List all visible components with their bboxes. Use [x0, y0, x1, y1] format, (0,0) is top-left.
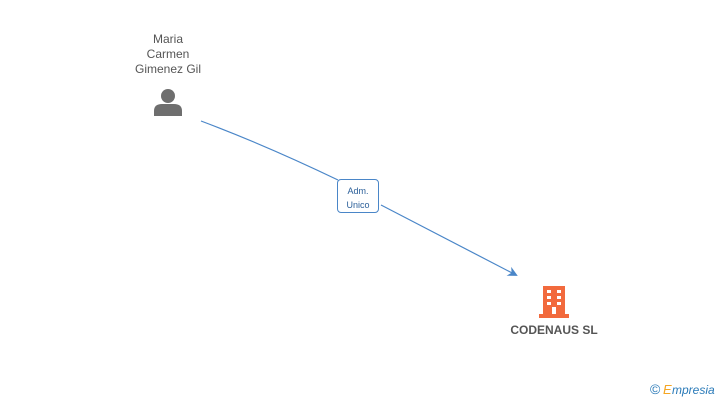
person-name-line: Carmen	[146, 47, 190, 61]
empresia-logo: E mpresia	[663, 382, 715, 397]
person-icon[interactable]	[153, 87, 183, 117]
person-name-line: Maria	[152, 32, 183, 46]
footer-brand[interactable]: © E mpresia	[650, 380, 719, 398]
copyright-symbol: ©	[650, 381, 661, 397]
person-name: Maria Carmen Gimenez Gil	[118, 32, 218, 77]
person-name-line: Gimenez Gil	[134, 62, 202, 76]
relation-label[interactable]: Adm. Unico	[337, 179, 379, 213]
relation-label-line: Unico	[346, 200, 370, 210]
relation-edge[interactable]	[200, 120, 516, 275]
company-node[interactable]: CODENAUS SL	[494, 284, 614, 337]
svg-text:mpresia: mpresia	[672, 383, 715, 397]
relation-label-line: Adm.	[347, 186, 369, 196]
company-name: CODENAUS SL	[510, 323, 598, 337]
person-node[interactable]: Maria Carmen Gimenez Gil	[118, 32, 218, 117]
svg-text:E: E	[663, 382, 672, 397]
building-icon[interactable]	[539, 284, 569, 318]
